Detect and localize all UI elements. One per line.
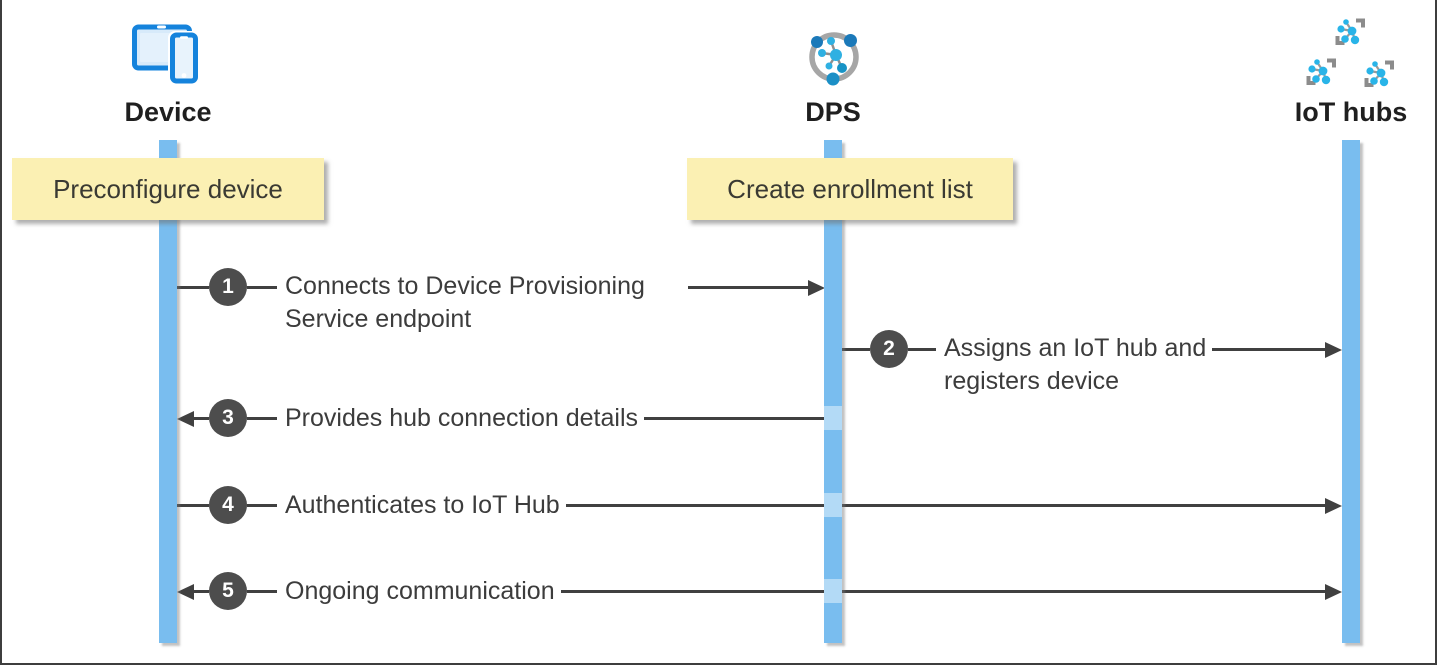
step4-connector — [492, 504, 1326, 507]
iot-hubs-label: IoT hubs — [1294, 97, 1408, 127]
step3-text-line1: Provides hub connection details — [285, 404, 639, 432]
iot-hubs-icon — [1304, 17, 1398, 103]
step1-number: 1 — [222, 275, 234, 298]
step1-connector — [688, 286, 810, 289]
step3-connector — [247, 417, 277, 420]
step1-text-line2: Service endpoint — [285, 305, 472, 333]
lifeline-cross-highlight — [824, 579, 842, 603]
step4-number-badge: 4 — [209, 486, 247, 524]
dps-label: DPS — [805, 97, 861, 127]
step4-connector — [177, 504, 209, 507]
step2-connector — [1207, 348, 1326, 351]
step3-number-badge: 3 — [209, 399, 247, 437]
step5-number-badge: 5 — [209, 572, 247, 610]
step4-number: 4 — [222, 493, 234, 516]
device-label: Device — [124, 97, 212, 127]
step5-connector — [247, 590, 277, 593]
note-text: Preconfigure device — [53, 173, 283, 204]
iot-hubs-lifeline — [1342, 140, 1360, 643]
step2-arrowhead-right — [1325, 341, 1342, 358]
step2-text-line2: registers device — [944, 367, 1120, 395]
step2-connector — [842, 348, 870, 351]
step5-number: 5 — [222, 579, 234, 602]
step3-connector — [554, 417, 824, 420]
step2-text: Assigns an IoT hub and registers device — [938, 332, 1213, 398]
step1-connector — [247, 286, 277, 289]
note-create-enrollment-list: Create enrollment list — [687, 158, 1013, 220]
lifeline-cross-highlight — [824, 493, 842, 517]
step4-text: Authenticates to IoT Hub — [279, 489, 566, 522]
step5-connector — [193, 590, 209, 593]
step5-arrowhead-right — [1325, 583, 1342, 600]
step2-text-line1: Assigns an IoT hub and — [944, 334, 1207, 362]
step5-arrowhead-left — [177, 583, 194, 600]
dps-lifeline — [824, 140, 842, 643]
step1-text: Connects to Device Provisioning Service … — [279, 270, 651, 336]
step5-text: Ongoing communication — [279, 575, 561, 608]
step2-number: 2 — [883, 337, 895, 360]
note-text: Create enrollment list — [727, 173, 973, 204]
step5-connector — [488, 590, 1326, 593]
dps-icon — [805, 28, 863, 91]
step3-connector — [193, 417, 209, 420]
step5-text-line1: Ongoing communication — [285, 577, 555, 605]
step4-connector — [247, 504, 277, 507]
step3-number: 3 — [222, 406, 234, 429]
note-preconfigure-device: Preconfigure device — [12, 158, 324, 220]
step1-text-line1: Connects to Device Provisioning — [285, 272, 645, 300]
lifeline-cross-highlight — [824, 406, 842, 430]
device-icon — [131, 20, 205, 91]
step1-arrowhead-right — [808, 279, 825, 296]
step1-number-badge: 1 — [209, 268, 247, 306]
step2-connector — [908, 348, 936, 351]
device-lifeline — [159, 140, 177, 643]
step2-number-badge: 2 — [870, 330, 908, 368]
step3-text: Provides hub connection details — [279, 402, 645, 435]
step4-arrowhead-right — [1325, 497, 1342, 514]
step3-arrowhead-left — [177, 410, 194, 427]
step4-text-line1: Authenticates to IoT Hub — [285, 491, 560, 519]
step1-connector — [177, 286, 209, 289]
